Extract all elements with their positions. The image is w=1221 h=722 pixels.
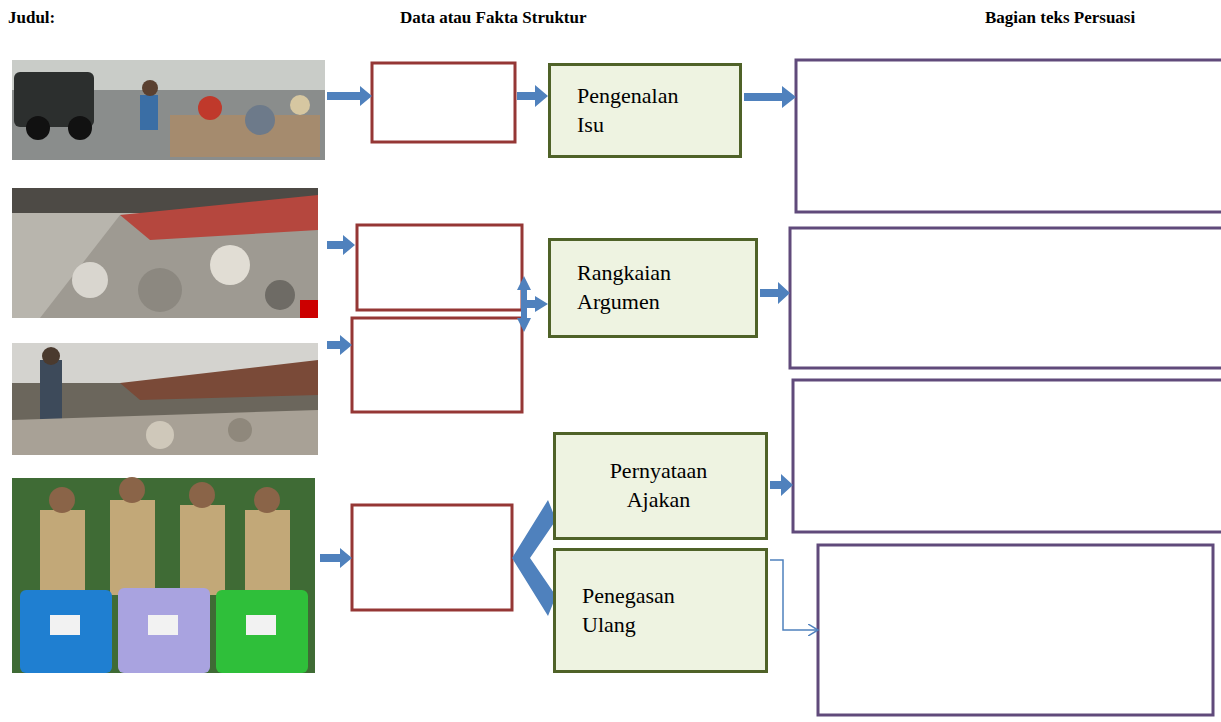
thin-arrow	[770, 560, 818, 630]
structure-box: Rangkaian Argumen	[548, 238, 758, 338]
column-header: Data atau Fakta Struktur	[400, 8, 587, 28]
column-header: Bagian teks Persuasi	[985, 8, 1135, 28]
photo-market-trash	[12, 343, 318, 455]
photo-scouts-bins	[12, 477, 315, 673]
structure-box: Pengenalan Isu	[548, 63, 742, 158]
structure-box: Pernyataan Ajakan	[553, 432, 768, 540]
structure-label: Pengenalan Isu	[577, 82, 705, 139]
photo-garbage-pile	[12, 188, 318, 318]
structure-box: Penegasan Ulang	[553, 548, 768, 673]
persuasion-boxes	[790, 60, 1221, 715]
block-arrows	[320, 85, 796, 616]
structure-label: Rangkaian Argumen	[577, 259, 705, 316]
structure-label: Penegasan Ulang	[582, 582, 710, 639]
photo-street-trash	[12, 60, 325, 160]
structure-label: Pernyataan Ajakan	[595, 457, 723, 514]
fact-boxes	[352, 63, 522, 610]
diagram-title: Judul:	[8, 8, 55, 28]
